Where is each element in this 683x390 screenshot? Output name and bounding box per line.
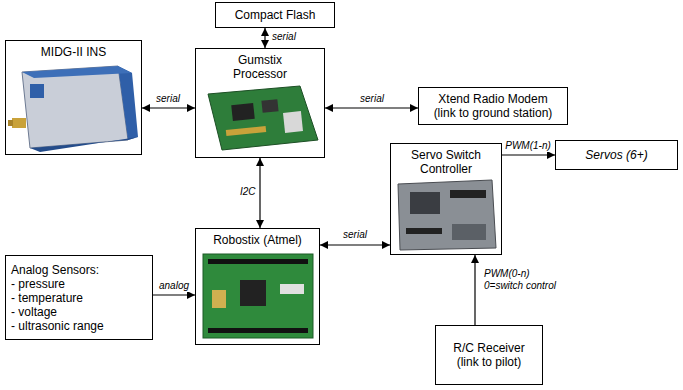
gumstix-header (226, 126, 266, 136)
signal-label: PWM(1-n) (503, 140, 553, 152)
box-text: - voltage (11, 305, 57, 319)
connector (502, 154, 555, 155)
signal-label: PWM(0-n) 0=switch control (482, 268, 566, 292)
box: R/C Receiver (link to pilot) (435, 325, 543, 385)
robostix-part (280, 284, 304, 294)
box-text: R/C Receiver (link to pilot) (444, 341, 534, 369)
ins-connector (12, 118, 26, 128)
gumstix-board-picture (208, 86, 318, 150)
connector (325, 107, 418, 108)
box: Servos (6+) (555, 140, 678, 170)
connector (264, 28, 265, 48)
box-text: - temperature (11, 291, 83, 305)
ins-top (22, 66, 132, 78)
signal-label: serial (341, 229, 369, 241)
signal-label: serial (358, 93, 386, 105)
gumstix-chip (231, 103, 255, 121)
servo-switch-picture (398, 180, 496, 250)
robostix-part (212, 290, 226, 308)
box-text: MIDG-II INS (41, 45, 106, 59)
box: Analog Sensors:- pressure- temperature- … (5, 255, 153, 340)
robostix-header (208, 328, 308, 333)
ins-face (22, 66, 128, 148)
signal-label: serial (270, 31, 298, 43)
box: Compact Flash (215, 2, 335, 28)
servo-switch-chip (410, 192, 440, 214)
servo-switch-pcb (398, 180, 496, 250)
box-text: - pressure (11, 277, 65, 291)
ins-connector-tip (8, 120, 13, 126)
box: Robostix (Atmel) (195, 228, 320, 345)
robostix-chip (240, 280, 266, 306)
ins-side (118, 66, 138, 140)
box: Xtend Radio Modem (link to ground statio… (418, 87, 568, 125)
servo-switch-header (406, 228, 442, 234)
connector (474, 255, 475, 325)
ins-logo (30, 84, 44, 98)
connector (320, 244, 390, 245)
ins-unit-picture (8, 66, 138, 152)
signal-label: serial (154, 93, 182, 105)
box: Servo Switch Controller (390, 143, 502, 255)
box-text: Servo Switch Controller (404, 148, 488, 176)
box-text: Analog Sensors: (11, 263, 99, 277)
signal-label: analog (157, 280, 191, 292)
connector (259, 158, 260, 228)
box-text: Gumstix Processor (220, 53, 300, 81)
connector (142, 107, 195, 108)
robostix-board-picture (203, 254, 313, 338)
ins-bottom (30, 137, 138, 152)
robostix-pcb (203, 254, 313, 338)
gumstix-pcb (208, 86, 318, 150)
box-text: Robostix (Atmel) (213, 233, 302, 247)
box-text: Servos (6+) (585, 148, 647, 162)
box-text: - ultrasonic range (11, 319, 104, 333)
box-text: Compact Flash (235, 8, 316, 22)
connector (153, 294, 195, 295)
box: Gumstix Processor (195, 48, 325, 158)
gumstix-chip (261, 99, 278, 113)
robostix-header (208, 259, 308, 264)
signal-label: I2C (238, 186, 258, 198)
box: MIDG-II INS (5, 40, 142, 155)
box-text: Xtend Radio Modem (link to ground statio… (428, 92, 558, 120)
servo-switch-part (452, 224, 486, 240)
servo-switch-header (450, 190, 486, 198)
gumstix-connector (283, 111, 303, 133)
